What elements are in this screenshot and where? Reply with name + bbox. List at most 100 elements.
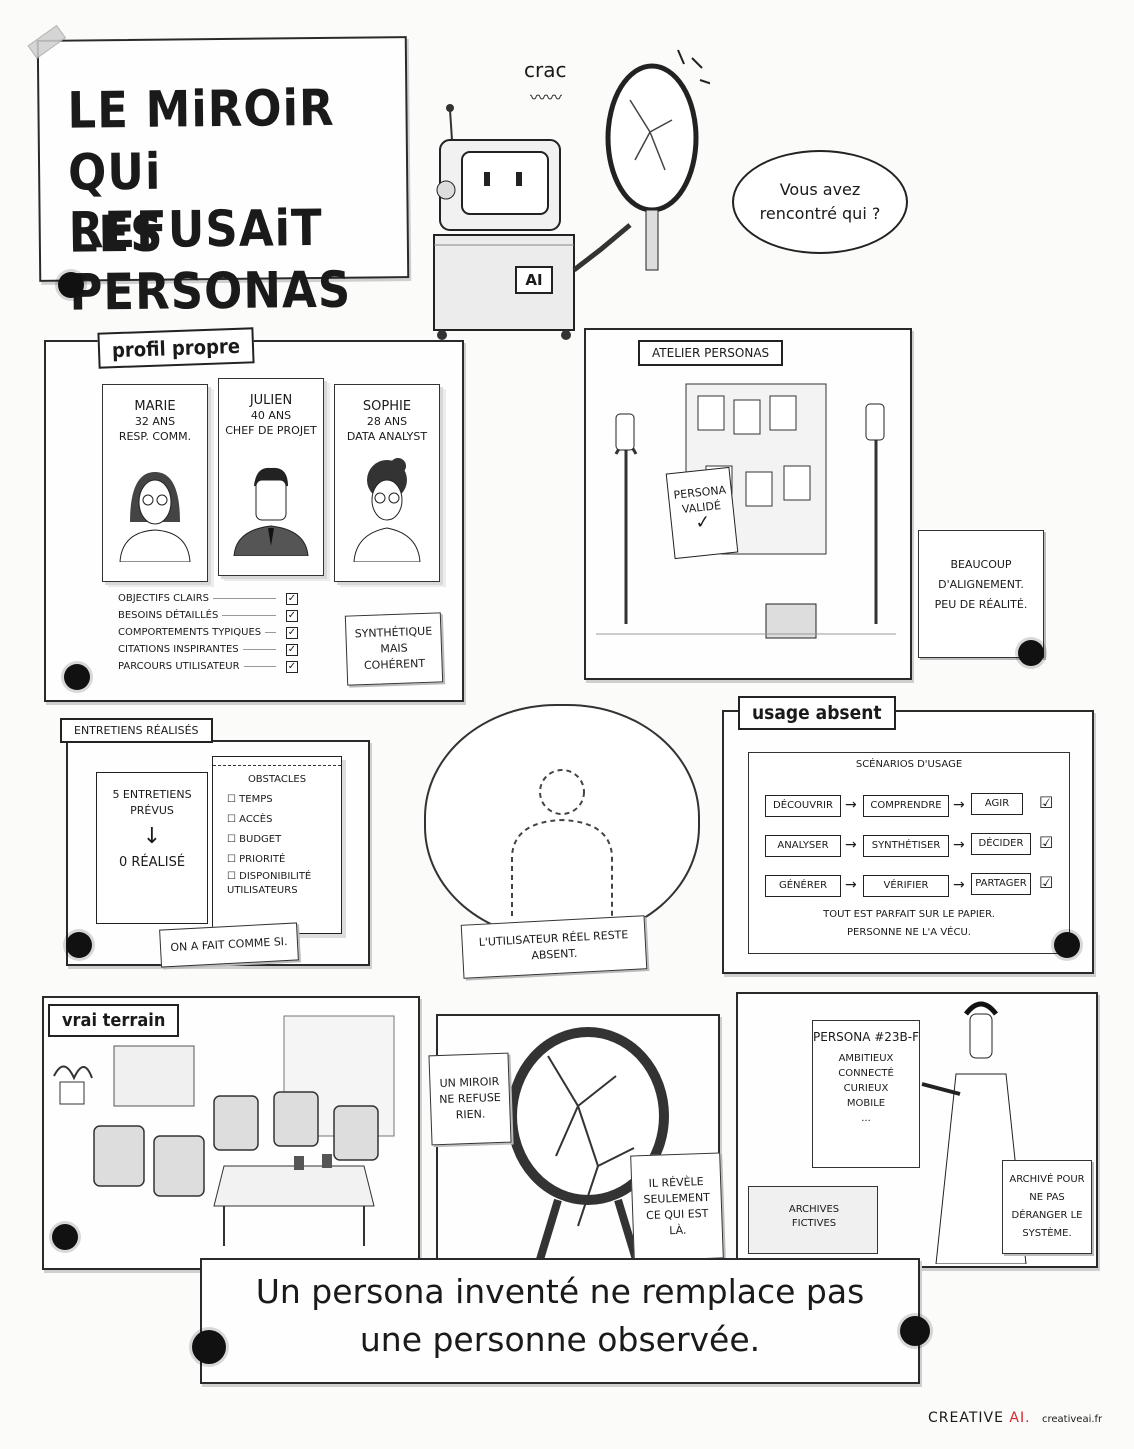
ink-splat	[52, 1224, 78, 1250]
crac-label: crac	[524, 58, 567, 82]
trait: CONNECTÉ	[838, 1068, 894, 1079]
checklist: OBJECTIFS CLAIRS✓ BESOINS DÉTAILLÉS✓ COM…	[118, 590, 298, 675]
ink-splat	[66, 932, 92, 958]
obstacle-item: ☐ DISPONIBILITÉ UTILISATEURS	[227, 871, 312, 896]
scenario-board: SCÉNARIOS D'USAGE DÉCOUVRIR → COMPRENDRE…	[748, 752, 1070, 954]
speech-bubble: Vous avez rencontré qui ?	[732, 150, 908, 254]
conclusion-banner: Un persona inventé ne remplace pas une p…	[200, 1258, 920, 1384]
arrow-down-icon: ↓	[142, 824, 162, 849]
scenario-step: VÉRIFIER	[863, 875, 949, 897]
brand-signature: CREATIVE AI. creativeai.fr	[928, 1410, 1102, 1426]
profil-label: profil propre	[97, 327, 255, 369]
obstacles-title: OBSTACLES	[247, 774, 307, 785]
checklist-item: COMPORTEMENTS TYPIQUES✓	[118, 626, 298, 639]
note-miroir-1: UN MIROIR NE REFUSE RIEN.	[428, 1052, 512, 1146]
title-line-1: LE MiROiR	[67, 78, 335, 140]
scenario-step: AGIR	[971, 793, 1023, 815]
check-icon: ☑	[1039, 793, 1054, 812]
panel-atelier: ATELIER PERSONAS PERSONA VALIDÉ ✓	[584, 328, 912, 680]
terrain-label: vrai terrain	[48, 1004, 180, 1037]
title-card: LE MiROiR QUi REFUSAiT LES PERSONAS	[27, 24, 410, 322]
checklist-item: OBJECTIFS CLAIRS✓	[118, 592, 298, 605]
arrow-right-icon: →	[953, 837, 965, 853]
avatar	[119, 472, 191, 563]
card-age: 28 ANS	[366, 415, 408, 428]
archive-box: ARCHIVES FICTIVES	[748, 1186, 878, 1254]
obstacle-item: ☐ PRIORITÉ	[227, 854, 286, 865]
avatar	[233, 467, 309, 557]
planned-text: 5 ENTRETIENS PRÉVUS	[112, 788, 192, 817]
speech-text: Vous avez rencontré qui ?	[759, 180, 881, 223]
scenario-footer-1: TOUT EST PARFAIT SUR LE PAPIER.	[823, 909, 995, 920]
usage-label: usage absent	[738, 696, 896, 730]
ink-splat	[1018, 640, 1044, 666]
checklist-item: BESOINS DÉTAILLÉS✓	[118, 609, 298, 622]
obstacle-item: ☐ ACCÈS	[227, 814, 273, 825]
title-line-3: LES PERSONAS	[68, 204, 352, 322]
trait: CURIEUX	[843, 1083, 889, 1094]
trait: AMBITIEUX	[838, 1053, 894, 1064]
arrow-right-icon: →	[953, 877, 965, 893]
arrow-right-icon: →	[845, 797, 857, 813]
arrow-right-icon: →	[845, 877, 857, 893]
scenario-step: DÉCOUVRIR	[765, 795, 841, 817]
obstacles-notepad: OBSTACLES ☐ TEMPS ☐ ACCÈS ☐ BUDGET ☐ PRI…	[212, 756, 342, 934]
persona-sheet: PERSONA #23B-F AMBITIEUX CONNECTÉ CURIEU…	[812, 1020, 920, 1168]
brand-url: creativeai.fr	[1042, 1414, 1103, 1425]
trait: ...	[861, 1113, 871, 1124]
workshop-scene	[596, 383, 896, 639]
panel-usage-absent: usage absent SCÉNARIOS D'USAGE DÉCOUVRIR…	[722, 696, 1094, 974]
panel-profil-propre: profil propre MARIE 32 ANS RESP. COMM. J…	[44, 327, 464, 702]
scenario-step: ANALYSER	[765, 835, 841, 857]
spiral-binding	[213, 757, 341, 766]
banner-line-1: Un persona inventé ne remplace pas	[255, 1272, 865, 1311]
card-role: RESP. COMM.	[118, 430, 192, 443]
scenario-step: PARTAGER	[971, 873, 1031, 895]
ink-splat	[64, 664, 90, 690]
check-icon: ☑	[1039, 833, 1054, 852]
obstacle-item: ☐ BUDGET	[227, 834, 282, 845]
interviews-card: 5 ENTRETIENS PRÉVUS ↓ 0 RÉALISÉ	[96, 772, 208, 924]
note-miroir-2: IL RÉVÈLE SEULEMENT CE QUI EST LÀ.	[630, 1152, 724, 1262]
robot-illustration	[433, 49, 710, 340]
persona-card-sophie: SOPHIE 28 ANS DATA ANALYST	[334, 384, 440, 582]
ink-splat	[1054, 932, 1080, 958]
card-age: 40 ANS	[250, 409, 292, 422]
robot-ai-badge: AI	[515, 266, 553, 294]
persona-valide-sign: PERSONA VALIDÉ ✓	[665, 466, 739, 560]
card-role: CHEF DE PROJET	[225, 424, 317, 437]
panel-vrai-terrain: vrai terrain	[42, 996, 420, 1270]
note-synthetique: SYNTHÉTIQUE MAIS COHÉRENT	[344, 612, 444, 686]
avatar	[353, 458, 421, 563]
note-beaucoup-alignement: BEAUCOUP D'ALIGNEMENT. PEU DE RÉALITÉ.	[918, 530, 1044, 658]
user-silhouette-icon	[511, 769, 613, 916]
box-label: ARCHIVES FICTIVES	[788, 1204, 840, 1229]
persona-card-marie: MARIE 32 ANS RESP. COMM.	[102, 384, 208, 582]
brand-name: CREATIVE	[928, 1410, 1004, 1426]
scenario-step: GÉNÉRER	[765, 875, 841, 897]
persona-card-julien: JULIEN 40 ANS CHEF DE PROJET	[218, 378, 324, 576]
checklist-item: CITATIONS INSPIRANTES✓	[118, 643, 298, 656]
done-text: 0 RÉALISÉ	[118, 855, 186, 870]
scenario-footer-2: PERSONNE NE L'A VÉCU.	[847, 927, 971, 938]
obstacle-item: ☐ TEMPS	[227, 794, 273, 805]
empty-meeting-room	[53, 1015, 395, 1246]
ink-splat	[58, 272, 84, 298]
atelier-label: ATELIER PERSONAS	[638, 340, 784, 366]
checklist-item: PARCOURS UTILISATEUR✓	[118, 660, 298, 673]
check-icon: ☑	[1039, 873, 1054, 892]
arrow-right-icon: →	[953, 797, 965, 813]
card-name: JULIEN	[249, 393, 293, 408]
trait: MOBILE	[846, 1098, 886, 1109]
scenario-step: COMPRENDRE	[863, 795, 949, 817]
note-comme-si: ON A FAIT COMME SI.	[159, 922, 299, 968]
card-name: SOPHIE	[362, 399, 412, 414]
card-age: 32 ANS	[134, 415, 176, 428]
sheet-title: PERSONA #23B-F	[813, 1030, 920, 1044]
brand-ai: AI.	[1009, 1410, 1031, 1426]
note-archive: ARCHIVÉ POUR NE PAS DÉRANGER LE SYSTÈME.	[1002, 1160, 1092, 1254]
crac-squiggle: 〰〰	[530, 88, 563, 107]
panel-archive: PERSONA #23B-F AMBITIEUX CONNECTÉ CURIEU…	[736, 992, 1098, 1268]
scenario-step: DÉCIDER	[971, 833, 1031, 855]
card-role: DATA ANALYST	[346, 430, 428, 443]
